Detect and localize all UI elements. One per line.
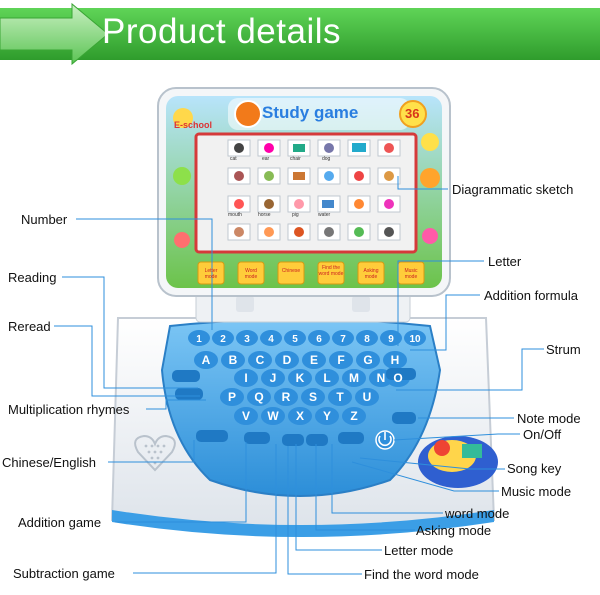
- mode-label: Asking mode: [363, 268, 379, 280]
- callout-note-mode: Note mode: [517, 411, 581, 426]
- callout-subtraction-game: Subtraction game: [13, 566, 115, 581]
- word: cat: [230, 156, 237, 162]
- key-label: S: [309, 390, 317, 404]
- word: mouth: [228, 212, 242, 218]
- word: horse: [258, 212, 271, 218]
- key-label: B: [229, 353, 238, 367]
- mode-label: Letter mode: [204, 268, 218, 280]
- key-label: 6: [316, 334, 322, 345]
- callout-multiplication-rhymes: Multiplication rhymes: [8, 402, 130, 417]
- badge-36: 36: [405, 106, 420, 121]
- letter-keys: [194, 351, 410, 425]
- key-label: Z: [350, 409, 357, 423]
- callout-strum: Strum: [546, 342, 581, 357]
- callout-asking-mode: Asking mode: [416, 523, 492, 538]
- key-label: F: [337, 353, 344, 367]
- key-label: A: [202, 353, 211, 367]
- badge-circle: [399, 100, 427, 128]
- banner-background: [0, 2, 600, 66]
- key-label: 2: [220, 334, 226, 345]
- callout-reread: Reread: [8, 319, 51, 334]
- key-label: L: [323, 371, 330, 385]
- key-label: W: [267, 409, 279, 423]
- word: dog: [322, 156, 331, 162]
- picture-board: [194, 132, 418, 254]
- key-label: V: [242, 409, 250, 423]
- callout-letter: Letter: [488, 254, 522, 269]
- key-label: D: [283, 353, 292, 367]
- key-label: K: [296, 371, 305, 385]
- sticker: [418, 436, 498, 488]
- word: ear: [262, 156, 270, 162]
- key-label: 5: [292, 334, 298, 345]
- callout-reading: Reading: [8, 270, 57, 285]
- key-label: H: [391, 353, 400, 367]
- word: chair: [290, 156, 301, 162]
- key-label: M: [349, 371, 359, 385]
- arrow-right-icon: [0, 2, 109, 66]
- key-label: O: [393, 371, 402, 385]
- callout-music-mode: Music mode: [501, 484, 572, 499]
- key-label: 10: [409, 334, 421, 345]
- callout-on-off: On/Off: [523, 427, 562, 442]
- screen-mode-labels: Letter mode Word mode Chinese Find the w…: [196, 264, 428, 284]
- key-label: 3: [244, 334, 250, 345]
- key-label: Y: [323, 409, 331, 423]
- key-label: P: [228, 390, 236, 404]
- word: pig: [292, 212, 299, 218]
- mode-label: Chinese: [281, 268, 301, 274]
- callout-addition-game: Addition game: [18, 515, 102, 530]
- key-label: 4: [268, 334, 274, 345]
- callout-chinese-english: Chinese/English: [2, 455, 96, 470]
- key-label: C: [256, 353, 265, 367]
- key-label: 9: [388, 334, 394, 345]
- key-label: N: [377, 371, 386, 385]
- callout-number: Number: [21, 212, 68, 227]
- key-label: 7: [340, 334, 346, 345]
- speaker-grille-icon: [134, 434, 176, 472]
- callout-letter-mode: Letter mode: [384, 543, 454, 558]
- key-label: Q: [254, 390, 263, 404]
- screen-mode-buttons: [197, 261, 425, 285]
- page-title: Product details: [102, 12, 342, 51]
- key-label: R: [282, 390, 291, 404]
- mode-label: Music mode: [404, 268, 418, 280]
- callout-diagrammatic-sketch: Diagrammatic sketch: [452, 182, 574, 197]
- header-banner: Product details: [0, 0, 600, 70]
- word: water: [318, 212, 331, 218]
- mode-label: Find the word mode: [318, 265, 344, 277]
- key-label: 1: [196, 334, 202, 345]
- key-label: G: [363, 353, 372, 367]
- key-label: J: [270, 371, 277, 385]
- callout-word-mode: word mode: [445, 506, 510, 521]
- number-keys: [188, 330, 426, 346]
- callout-song-key: Song key: [507, 461, 562, 476]
- key-label: E: [310, 353, 318, 367]
- key-label: X: [296, 409, 304, 423]
- callout-addition-formula: Addition formula: [484, 288, 578, 303]
- key-label: T: [336, 390, 344, 404]
- brand-small: E-school: [174, 120, 213, 130]
- key-label: 8: [364, 334, 370, 345]
- key-label: I: [244, 371, 247, 385]
- brand-title: Study game: [262, 103, 359, 122]
- key-label: U: [363, 390, 372, 404]
- mode-label: Word mode: [244, 268, 258, 280]
- callout-lines: [54, 176, 544, 575]
- callout-find-the-word-mode: Find the word mode: [364, 567, 479, 582]
